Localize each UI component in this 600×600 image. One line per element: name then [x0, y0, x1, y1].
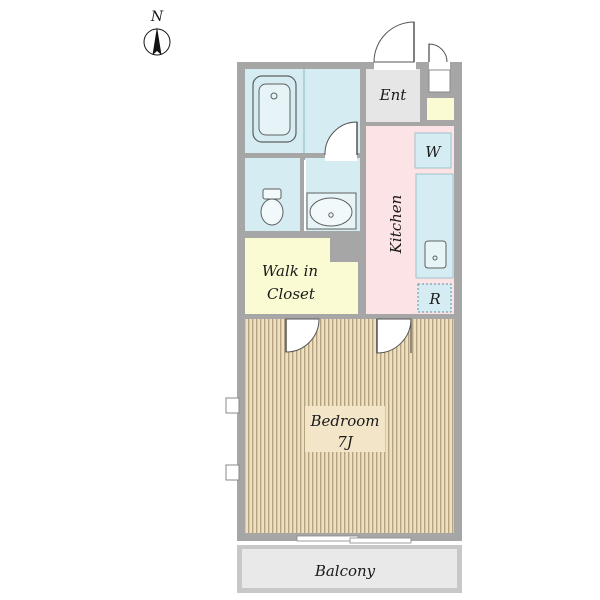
toilet-tank-icon [262, 188, 282, 200]
closet-label-line2: Closet [267, 285, 316, 303]
closet-door-swing [285, 318, 320, 353]
washroom-door-swing [324, 121, 358, 156]
kitchen-label: Kitchen [387, 195, 405, 255]
bathtub-drain [270, 92, 278, 100]
left-window-upper [225, 397, 240, 414]
meter-box [428, 69, 451, 93]
bedroom-label-line2: 7J [337, 433, 354, 451]
toilet-bowl-icon [260, 198, 284, 226]
balcony-sliding-door-left [296, 535, 359, 542]
walk-in-closet [245, 238, 358, 314]
refrigerator-space [417, 283, 452, 313]
balcony-sliding-door-right [349, 537, 412, 544]
sink-drain [328, 212, 334, 218]
north-compass: N [143, 9, 171, 56]
compass-label: N [150, 9, 164, 25]
refrigerator-label: R [428, 290, 440, 308]
entrance [366, 69, 420, 122]
washer-space [414, 132, 452, 169]
washroom-door-opening [325, 150, 357, 161]
bedroom-label-plate [305, 406, 385, 452]
left-window-lower [225, 464, 240, 481]
kitchen-sink-drain [432, 255, 438, 261]
bedroom-label-line1: Bedroom [310, 412, 380, 430]
closet-label-line1: Walk in [262, 262, 318, 280]
balcony-label: Balcony [314, 562, 376, 580]
kitchen-sink-icon [424, 240, 447, 269]
meter-box-door-swing [428, 43, 448, 63]
compass-arrow-icon [152, 27, 162, 55]
entrance-door-swing [373, 21, 415, 63]
balcony [242, 549, 457, 588]
shoe-cabinet [427, 98, 454, 120]
entrance-label: Ent [379, 86, 408, 104]
sink-icon [309, 197, 353, 227]
washer-label: W [425, 143, 442, 161]
bathtub-inner [258, 83, 291, 136]
